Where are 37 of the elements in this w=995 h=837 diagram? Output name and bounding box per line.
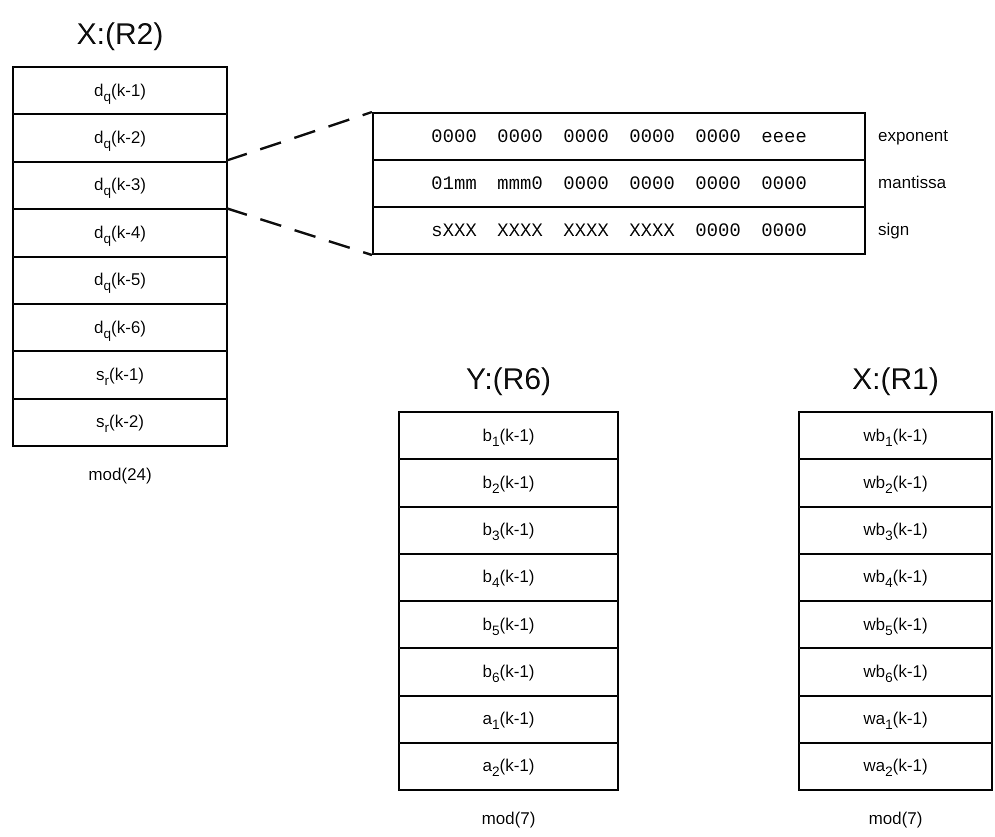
detail-box [372,112,866,255]
bit-pattern-row: 0000 0000 0000 0000 0000 eeee [374,114,864,159]
modulus-label: mod(7) [868,809,922,829]
field-label: sign [878,220,910,240]
register-cell: s$_{r}$(k-1) [14,350,226,398]
register-cell: d$_{q}$(k-1) [14,68,226,114]
modulus-label: mod(7) [482,809,536,829]
register-cell: b$_{2}$(k-1) [400,458,617,506]
register-cell: d$_{q}$(k-5) [14,256,226,303]
modulus-label: mod(24) [88,465,152,485]
register-cell: d$_{q}$(k-4) [14,208,226,256]
register-cell: b$_{4}$(k-1) [400,552,617,600]
register-cell: a$_{1}$(k-1) [400,694,617,742]
register-cell: a$_{2}$(k-1) [400,742,617,789]
register-cell: wb$_{5}$(k-1) [800,600,991,648]
register-cell: wb$_{2}$(k-1) [800,458,991,506]
register-cell: b$_{5}$(k-1) [400,600,617,648]
register-cell: s$_{r}$(k-2) [14,398,226,445]
register-cell: wb$_{1}$(k-1) [800,413,991,458]
table-title: X:(R2) [76,18,164,52]
register-cell: wb$_{4}$(k-1) [800,552,991,600]
register-cell: wb$_{3}$(k-1) [800,506,991,553]
register-cell: wa$_{1}$(k-1) [800,694,991,742]
field-label: exponent [878,126,948,146]
table-title: Y:(R6) [466,363,552,397]
bit-pattern-row: sXXX XXXX XXXX XXXX 0000 0000 [374,206,864,253]
register-cell: d$_{q}$(k-3) [14,160,226,208]
table-title: X:(R1) [852,363,939,397]
register-cell: d$_{q}$(k-2) [14,113,226,161]
bit-pattern-row: 01mm mmm0 0000 0000 0000 0000 [374,159,864,206]
register-cell: d$_{q}$(k-6) [14,302,226,350]
register-cell: b$_{3}$(k-1) [400,506,617,553]
field-label: mantissa [878,173,946,193]
register-cell: b$_{1}$(k-1) [400,413,617,458]
register-cell: b$_{6}$(k-1) [400,647,617,694]
register-cell: wb$_{6}$(k-1) [800,647,991,694]
register-cell: wa$_{2}$(k-1) [800,742,991,789]
